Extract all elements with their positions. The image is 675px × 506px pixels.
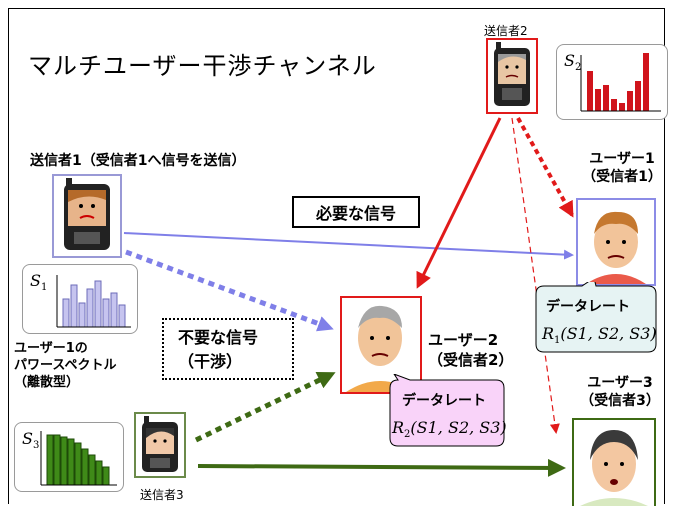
spectrum-s1: S1	[22, 264, 138, 334]
spectrum-s1-bars	[56, 275, 131, 328]
user2-name: ユーザー2	[428, 331, 499, 349]
sender3-portrait	[134, 412, 186, 478]
user3-role: （受信者3）	[580, 393, 660, 409]
user1-portrait	[576, 198, 656, 286]
user2-rate-label: データレート	[402, 393, 486, 409]
user3-face-icon	[580, 430, 648, 506]
user2-rate-formula: R2(S1, S2, S3)	[392, 418, 507, 441]
user3-name: ユーザー3	[587, 375, 653, 391]
power-spectrum-line2: パワースペクトル	[14, 358, 117, 373]
user1-role: （受信者1）	[582, 169, 662, 185]
user1-label: ユーザー1 （受信者1）	[572, 150, 672, 186]
user1-rate-label: データレート	[546, 299, 630, 315]
power-spectrum-line1: ユーザー1の	[14, 341, 88, 356]
arrow-sender3-user2-interference	[194, 371, 336, 443]
spectrum-s2-label: S2	[564, 51, 582, 74]
necessary-signal-box: 必要な信号	[292, 196, 420, 228]
sender3-label: 送信者3	[140, 488, 184, 502]
spectrum-s3: S3	[14, 422, 124, 492]
arrow-sender2-user1-interference	[516, 117, 574, 218]
user3-portrait	[572, 418, 656, 506]
spectrum-s3-label: S3	[22, 429, 40, 452]
sender2-portrait	[486, 38, 538, 114]
arrow-sender3-user3	[197, 458, 566, 477]
arrow-sender1-user1	[123, 232, 574, 260]
sender1-portrait	[52, 174, 122, 258]
sender1-label: 送信者1（受信者1へ信号を送信）	[30, 153, 246, 169]
spectrum-s1-label: S1	[30, 271, 48, 294]
arrow-sender2-user3-interference	[511, 117, 560, 434]
user2-label: ユーザー2 （受信者2）	[428, 330, 513, 370]
power-spectrum-line3: （離散型）	[14, 375, 80, 390]
user2-portrait	[340, 296, 422, 394]
interference-label: （干渉）	[178, 352, 243, 371]
user1-rate-formula: R1(S1, S2, S3)	[542, 324, 657, 347]
spectrum-s2: S2	[556, 44, 668, 120]
user2-rate-bubble	[389, 374, 505, 447]
sender2-label: 送信者2	[484, 24, 528, 38]
interference-box: 不要な信号 （干渉）	[162, 318, 294, 380]
user1-name: ユーザー1	[589, 151, 655, 167]
spectrum-s2-bars	[580, 53, 661, 112]
arrow-sender1-user2-interference	[125, 249, 334, 332]
sender2-device-icon	[494, 42, 530, 106]
diagram-title: マルチユーザー干渉チャンネル	[28, 52, 377, 80]
user3-label: ユーザー3 （受信者3）	[570, 374, 670, 410]
sender3-device-icon	[142, 416, 178, 472]
arrow-sender2-user2	[416, 117, 502, 289]
unnecessary-signal-label: 不要な信号	[178, 328, 259, 347]
diagram-frame	[8, 8, 665, 504]
user2-face-icon	[346, 305, 414, 392]
user2-role: （受信者2）	[428, 351, 514, 369]
user1-rate-bubble	[535, 282, 657, 353]
user1-face-icon	[586, 211, 646, 284]
power-spectrum-caption: ユーザー1の パワースペクトル （離散型）	[14, 340, 116, 391]
sender1-device-icon	[64, 178, 110, 250]
spectrum-s3-bars	[40, 431, 117, 486]
